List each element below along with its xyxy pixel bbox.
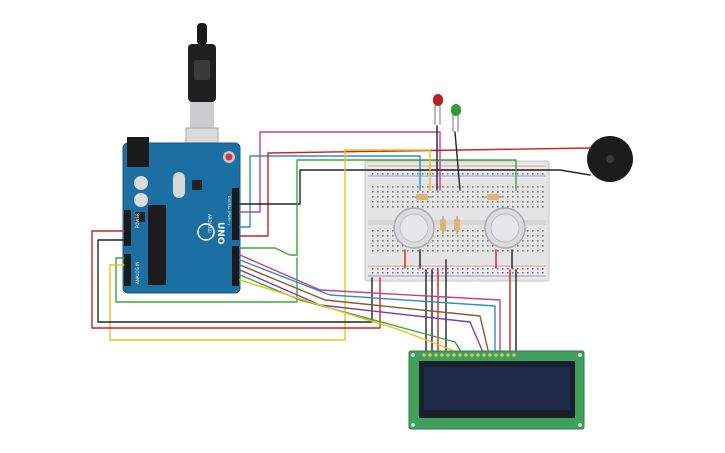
buzzer [587, 136, 633, 182]
board-brand: UNO [215, 222, 225, 245]
wires [91, 125, 591, 351]
wire [239, 155, 421, 228]
board-maker: ARDUINO [207, 214, 212, 233]
gas-sensor-right [484, 207, 526, 249]
analog-label: ANALOG IN [135, 262, 140, 284]
resistors [412, 194, 503, 234]
led-green [451, 104, 461, 132]
led-red [433, 94, 443, 125]
resistor [412, 194, 432, 200]
wire [239, 159, 517, 256]
wire [454, 131, 461, 191]
wire [97, 239, 373, 323]
lcd-16x2 [408, 350, 585, 430]
gas-sensor-left [393, 207, 435, 249]
wire [239, 264, 489, 351]
lcd-header-pins [422, 353, 516, 357]
wire [239, 269, 483, 351]
wire [109, 149, 431, 341]
wire [239, 274, 461, 351]
arduino-uno-board: UNO ARDUINO POWER ANALOG IN DIGITAL (PWM… [122, 137, 241, 294]
wire [239, 254, 501, 351]
wire [115, 257, 298, 303]
wire [239, 131, 441, 213]
resistor [454, 216, 460, 234]
wire [239, 279, 453, 351]
power-label: POWER [135, 213, 140, 228]
resistor [483, 194, 503, 200]
wire [239, 259, 496, 351]
resistor [440, 216, 446, 234]
wire [239, 169, 591, 205]
digital-label: DIGITAL (PWM~) [227, 196, 231, 226]
